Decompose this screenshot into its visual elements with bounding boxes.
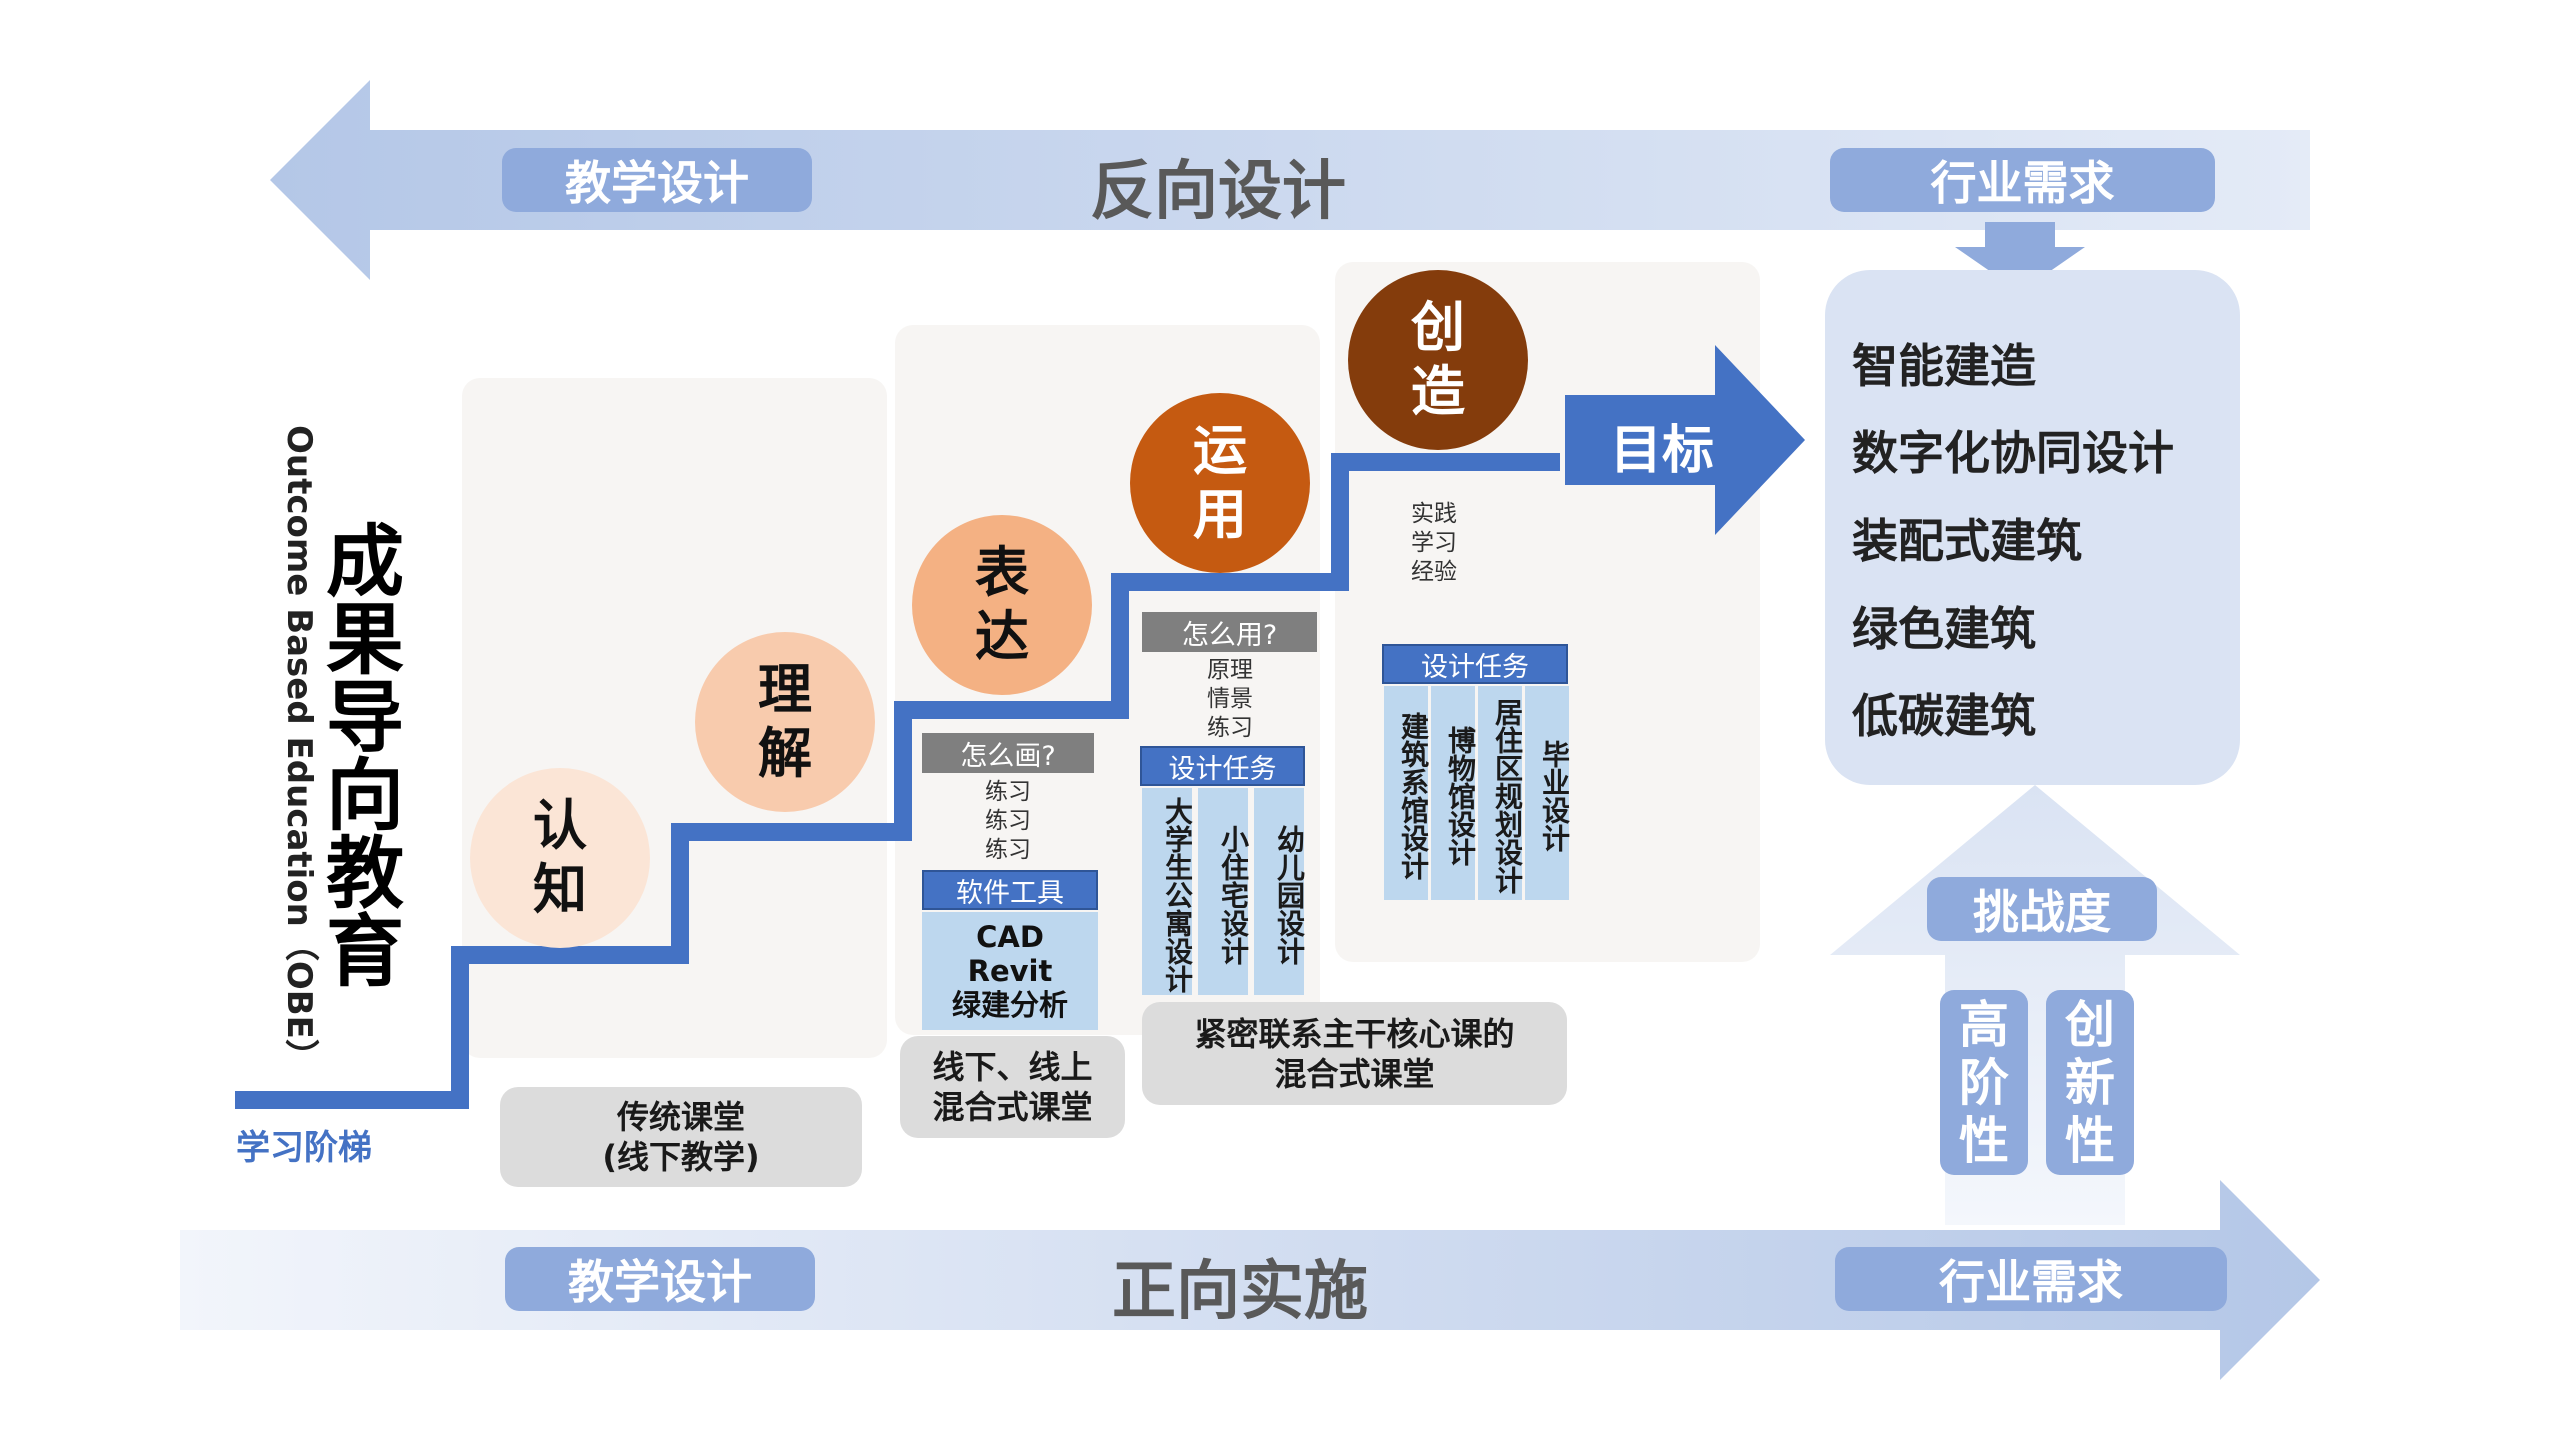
stage-circle-cognition: 认知 [470, 768, 650, 948]
bottom-industry-demand-pill: 行业需求 [1835, 1247, 2227, 1311]
obe-title-en: Outcome Based Education（OBE） [279, 425, 319, 1073]
goal-item: 低碳建筑 [1852, 689, 2036, 743]
learning-ladder-label: 学习阶梯 [236, 1128, 372, 1168]
top-teaching-design-pill: 教学设计 [502, 148, 812, 212]
goal-item: 智能建造 [1852, 339, 2036, 393]
traditional-classroom-box: 传统课堂(线下教学) [500, 1087, 862, 1187]
reverse-design-label: 反向设计 [1090, 155, 1346, 229]
stage-circle-expression: 表达 [912, 515, 1092, 695]
higher-order-column: 高阶性 [1940, 990, 2028, 1175]
top-industry-demand-pill: 行业需求 [1830, 148, 2215, 212]
usage-topics-list: 原理情景练习 [1207, 657, 1253, 741]
design-task-header-3: 设计任务 [1140, 746, 1305, 786]
task-kindergarten-design: 幼儿园设计 [1254, 788, 1306, 995]
how-to-draw-bar: 怎么画? [922, 733, 1094, 773]
task-residential-planning: 居住区规划设计 [1478, 686, 1524, 900]
task-dorm-design: 大学生公寓设计 [1142, 788, 1194, 995]
how-to-use-bar: 怎么用? [1142, 612, 1317, 652]
software-tools-header: 软件工具 [922, 870, 1098, 910]
goal-item: 数字化协同设计 [1852, 426, 2174, 480]
stage-circle-application: 运用 [1130, 393, 1310, 573]
blended-classroom-box: 线下、线上混合式课堂 [900, 1036, 1125, 1138]
task-graduation-design: 毕业设计 [1525, 686, 1571, 900]
forward-implementation-arrow [180, 1180, 2320, 1380]
innovation-column: 创新性 [2046, 990, 2134, 1175]
core-course-classroom-box: 紧密联系主干核心课的混合式课堂 [1142, 1002, 1567, 1105]
reverse-design-arrow [270, 80, 2310, 280]
challenge-label: 挑战度 [1927, 877, 2157, 941]
goals-box [1825, 270, 2240, 785]
task-house-design: 小住宅设计 [1198, 788, 1250, 995]
task-dept-building-design: 建筑系馆设计 [1384, 686, 1430, 900]
challenge-up-arrow [1830, 785, 2240, 1225]
stage-circle-creation: 创造 [1348, 270, 1528, 450]
practice-list: 练习练习练习 [985, 779, 1031, 863]
goal-item: 绿色建筑 [1852, 602, 2036, 656]
goal-arrow-label: 目标 [1610, 421, 1715, 481]
practice-notes-list: 实践学习经验 [1411, 501, 1457, 585]
task-museum-design: 博物馆设计 [1431, 686, 1477, 900]
design-task-header-4: 设计任务 [1382, 644, 1568, 684]
goal-arrow [1565, 345, 1805, 535]
down-arrow-icon [1955, 222, 2085, 292]
bottom-teaching-design-pill: 教学设计 [505, 1247, 815, 1311]
forward-implementation-label: 正向实施 [1112, 1255, 1368, 1329]
stage-circle-understanding: 理解 [695, 632, 875, 812]
obe-title-cn: 成果导向教育 [313, 520, 403, 988]
goal-item: 装配式建筑 [1852, 514, 2082, 568]
